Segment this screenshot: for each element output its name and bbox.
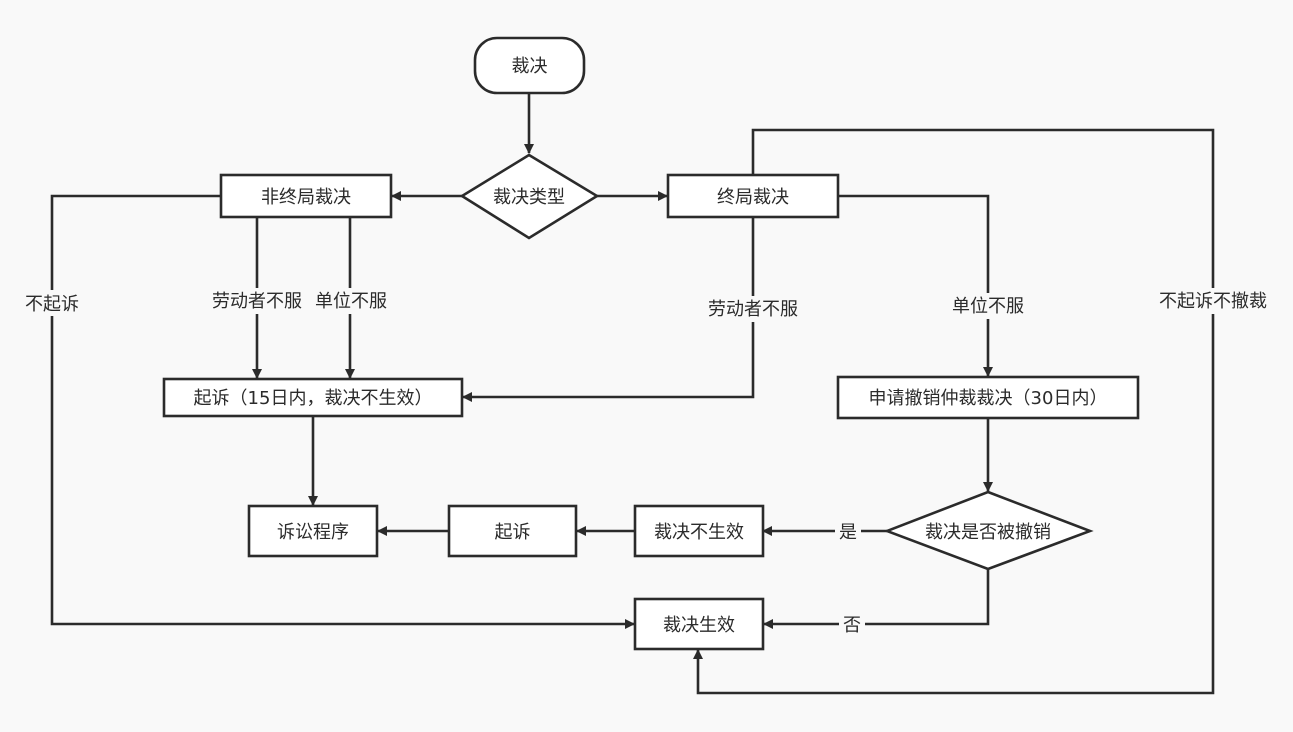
node-litigation: 诉讼程序 [247, 504, 379, 558]
edges [50, 93, 1215, 695]
node-type-decision-text: 裁决类型 [493, 187, 565, 208]
node-revoked-decision-text: 裁决是否被撤销 [925, 522, 1051, 543]
node-final-text: 终局裁决 [717, 187, 789, 208]
node-lawsuit-15: 起诉（15日内，裁决不生效） [162, 377, 464, 418]
label-worker-objects-left-text: 劳动者不服 [212, 291, 302, 312]
label-no-sue: 不起诉 [20, 290, 84, 316]
node-start-text: 裁决 [512, 56, 548, 77]
edge-labels: 不起诉 劳动者不服 单位不服 劳动者不服 单位不服 不起诉不撤裁 是 否 [20, 288, 1273, 638]
label-no: 否 [839, 612, 865, 638]
label-no-sue-text: 不起诉 [25, 294, 79, 315]
edge-final-noaction-to-effective [693, 128, 1215, 695]
edge-nonfinal-nosue-to-effective [50, 194, 635, 629]
label-yes: 是 [835, 519, 861, 545]
label-employer-objects-left: 单位不服 [310, 288, 392, 314]
edge-final-worker-to-lawsuit [462, 217, 755, 402]
node-sue-text: 起诉 [495, 522, 531, 543]
label-worker-objects-right-text: 劳动者不服 [708, 299, 798, 320]
edge-final-employer-to-revoke [838, 194, 993, 377]
node-sue: 起诉 [447, 504, 578, 558]
node-final: 终局裁决 [666, 173, 840, 219]
label-employer-objects-right-text: 单位不服 [952, 296, 1024, 317]
node-type-decision: 裁决类型 [459, 153, 600, 240]
edge-decision-no-to-effective [763, 569, 990, 629]
node-not-effective-text: 裁决不生效 [654, 522, 744, 543]
node-apply-revoke-text: 申请撤销仲裁裁决（30日内） [869, 388, 1108, 409]
label-employer-objects-left-text: 单位不服 [315, 291, 387, 312]
node-revoked-decision: 裁决是否被撤销 [883, 490, 1094, 571]
node-lawsuit-15-text: 起诉（15日内，裁决不生效） [194, 388, 433, 409]
label-worker-objects-left: 劳动者不服 [207, 288, 307, 314]
node-apply-revoke: 申请撤销仲裁裁决（30日内） [836, 375, 1140, 420]
node-non-final: 非终局裁决 [219, 173, 393, 219]
node-not-effective: 裁决不生效 [633, 504, 765, 558]
label-worker-objects-right: 劳动者不服 [702, 296, 804, 322]
label-yes-text: 是 [839, 522, 857, 543]
label-no-sue-no-revoke: 不起诉不撤裁 [1153, 288, 1273, 314]
label-no-sue-no-revoke-text: 不起诉不撤裁 [1159, 291, 1267, 312]
node-start: 裁决 [473, 36, 586, 95]
label-employer-objects-right: 单位不服 [946, 293, 1030, 319]
label-no-text: 否 [843, 615, 861, 636]
node-non-final-text: 非终局裁决 [261, 187, 351, 208]
node-litigation-text: 诉讼程序 [277, 522, 349, 543]
node-effective-text: 裁决生效 [663, 615, 735, 636]
nodes: 裁决 裁决类型 非终局裁决 终局裁决 起诉（15日内，裁决不生效） 申请撤销仲裁… [162, 36, 1140, 651]
node-effective: 裁决生效 [633, 597, 765, 651]
